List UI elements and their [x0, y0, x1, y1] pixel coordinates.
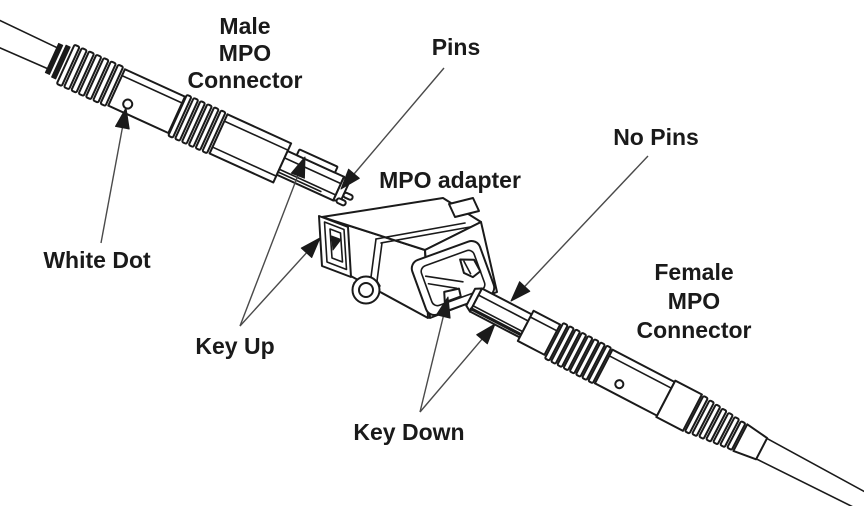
male-connector-title: Male MPO Connector [188, 13, 303, 93]
key-down-leader-line-2 [419, 338, 483, 413]
male-crimp-ring [51, 44, 71, 80]
label-key-up: Key Up [195, 333, 274, 359]
label-key-down: Key Down [353, 419, 464, 445]
male-cable [0, 0, 58, 70]
female-housing [593, 348, 703, 432]
text-labels: Male MPO Connector Pins MPO adapter No P… [43, 13, 751, 445]
female-cable [755, 437, 864, 506]
white-dot-arrowhead-icon [115, 107, 130, 130]
no-pins-leader-line [524, 155, 649, 287]
no-pins-arrowhead-icon [510, 281, 531, 302]
male-boot-ribs [56, 44, 124, 107]
pins-arrowhead-icon [340, 168, 360, 190]
key-up-arrowhead-icon [290, 156, 306, 179]
male-guide-pin [335, 197, 347, 207]
annotations [100, 67, 649, 413]
key-up-leader-line [239, 175, 299, 327]
label-no-pins: No Pins [613, 124, 699, 150]
adapter-flange [370, 222, 471, 282]
adapter-left-port [318, 215, 352, 278]
female-sleeve-ribs [544, 322, 612, 384]
white-dot-leader-line [100, 127, 124, 244]
key-down-leader-line [419, 316, 444, 413]
male-guide-pin [342, 191, 354, 201]
key-up-arrowhead-icon-2 [300, 237, 321, 258]
female-collar [516, 309, 562, 356]
female-title-line3: Connector [637, 317, 752, 343]
female-title-line1: Female [654, 259, 733, 285]
label-mpo-adapter: MPO adapter [379, 167, 521, 193]
label-white-dot: White Dot [43, 247, 151, 273]
key-down-arrowhead-icon [436, 296, 451, 319]
pins-leader-line [353, 67, 445, 175]
male-title-line2: MPO [219, 40, 271, 66]
female-connector-drawing [465, 287, 864, 506]
male-crimp-ring [44, 42, 64, 75]
female-title-line2: MPO [668, 288, 720, 314]
male-key-up-ridge [296, 148, 339, 174]
adapter-mounting-ear [351, 275, 381, 305]
male-grip-ribs [167, 94, 227, 154]
male-connector-drawing [0, 0, 354, 207]
female-white-dot-marker [614, 379, 625, 390]
male-title-line3: Connector [188, 67, 303, 93]
key-up-leader-line-2 [239, 252, 308, 327]
female-boot-ribs [684, 395, 746, 451]
male-rear-housing [107, 68, 186, 135]
key-down-arrowhead-icon-2 [476, 323, 496, 345]
female-connector-title: Female MPO Connector [637, 259, 752, 343]
label-pins: Pins [432, 34, 481, 60]
male-title-line1: Male [219, 13, 270, 39]
adapter-ear-hole [358, 282, 374, 298]
adapter-left-keyway [331, 235, 342, 251]
adapter-top-tab [448, 197, 480, 218]
